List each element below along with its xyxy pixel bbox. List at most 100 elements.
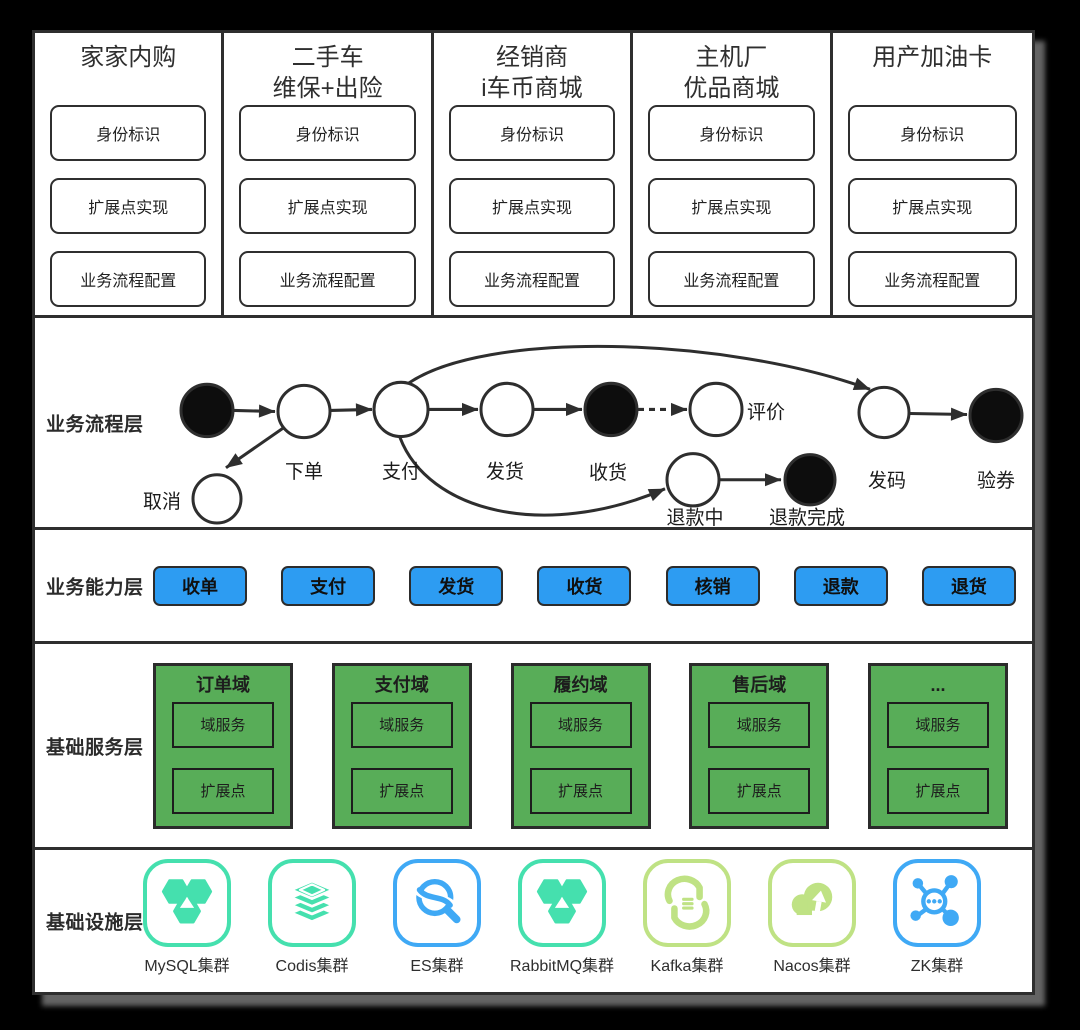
edge-code-to-verify (909, 407, 968, 421)
domain-extension-box: 扩展点 (708, 767, 811, 814)
flow-label-ship: 发货 (486, 461, 524, 483)
es-search-icon (413, 878, 461, 924)
infra-item-mysql: MySQL集群 (143, 859, 231, 976)
flow-label-pay: 支付 (382, 461, 420, 483)
zk-icon-frame (893, 859, 981, 947)
flow-label-verify-coupon: 验券 (977, 470, 1015, 492)
infra-label: Codis集群 (275, 958, 349, 975)
domain-extension-box: 扩展点 (172, 767, 274, 814)
edge-order-to-cancel (225, 426, 285, 469)
process-layer-section: 业务流程层 (32, 318, 1035, 530)
domain-card-more: ... 域服务 扩展点 (868, 662, 1008, 829)
domain-service-box: 域服务 (529, 701, 632, 748)
process-config-box: 业务流程配置 (50, 251, 207, 307)
codis-icon-frame (268, 859, 356, 947)
tenant-column-2: 二手车 维保+出险 身份标识 扩展点实现 业务流程配置 (224, 33, 434, 315)
rabbitmq-icon-frame (518, 859, 606, 947)
capability-ship: 发货 (409, 565, 504, 606)
infra-label: ZK集群 (910, 958, 964, 975)
flow-node-pay (372, 380, 430, 439)
edge-pay-to-refunding-arc (398, 437, 666, 517)
tenant-title: 经销商 i车币商城 (481, 44, 583, 103)
capability-layer-section: 业务能力层 收单 支付 发货 收货 核销 退款 退货 (32, 530, 1035, 644)
tenant-boxes: 身份标识 扩展点实现 业务流程配置 (434, 103, 630, 307)
capability-layer-label: 业务能力层 (46, 577, 144, 598)
tenant-column-5: 用产加油卡 身份标识 扩展点实现 业务流程配置 (833, 33, 1032, 315)
capability-receive-goods: 收货 (537, 565, 632, 606)
mysql-hexagons-icon (161, 879, 213, 924)
services-layer-section: 基础服务层 订单域 域服务 扩展点 支付域 域服务 扩展点 履约域 域服务 扩展… (32, 644, 1035, 850)
flow-label-review: 评价 (747, 402, 785, 423)
domain-title: 支付域 (374, 674, 429, 695)
flow-label-issue-code: 发码 (868, 470, 906, 492)
infra-layer-label: 基础设施层 (46, 912, 144, 934)
flow-node-refund-done (783, 453, 837, 507)
extension-impl-box: 扩展点实现 (847, 178, 1017, 234)
tenant-boxes: 身份标识 扩展点实现 业务流程配置 (224, 103, 430, 307)
flow-label-refund-done: 退款完成 (769, 507, 845, 529)
kafka-sync-icon (664, 875, 710, 930)
zk-network-icon (910, 875, 959, 926)
mysql-icon-frame (143, 859, 231, 947)
tenant-column-3: 经销商 i车币商城 身份标识 扩展点实现 业务流程配置 (434, 33, 634, 315)
tenant-boxes: 身份标识 扩展点实现 业务流程配置 (633, 103, 829, 307)
domain-title: 履约域 (553, 674, 608, 695)
domain-card-aftersale: 售后域 域服务 扩展点 (689, 662, 830, 829)
capability-refund: 退款 (793, 565, 888, 606)
identity-box: 身份标识 (448, 105, 616, 161)
flow-label-refunding: 退款中 (667, 507, 724, 529)
process-config-box: 业务流程配置 (648, 251, 815, 307)
flow-label-order: 下单 (285, 461, 323, 483)
infra-item-kafka: Kafka集群 (643, 859, 731, 976)
tenant-column-1: 家家内购 身份标识 扩展点实现 业务流程配置 (35, 33, 225, 315)
flow-node-start (179, 382, 235, 439)
domain-card-pay: 支付域 域服务 扩展点 (331, 662, 472, 829)
extension-impl-box: 扩展点实现 (239, 178, 416, 234)
domain-card-fulfillment: 履约域 域服务 扩展点 (510, 662, 651, 829)
architecture-panel: 家家内购 身份标识 扩展点实现 业务流程配置 二手车 维保+出险 身份标识 扩展… (32, 30, 1035, 995)
identity-box: 身份标识 (50, 105, 207, 161)
domain-service-box: 域服务 (172, 701, 274, 748)
domain-title: 售后域 (732, 674, 787, 695)
domain-title: ... (930, 674, 946, 695)
process-config-box: 业务流程配置 (448, 251, 616, 307)
tenant-boxes: 身份标识 扩展点实现 业务流程配置 (35, 103, 221, 307)
capability-return-goods: 退货 (921, 565, 1016, 606)
edge-order-to-pay (330, 403, 373, 417)
infra-layer-section: 基础设施层 MySQL集群 (32, 850, 1035, 995)
infra-item-rabbitmq: RabbitMQ集群 (510, 859, 614, 976)
domain-extension-box: 扩展点 (887, 767, 989, 814)
identity-box: 身份标识 (239, 105, 416, 161)
order-state-flow-diagram: 下单 支付 发货 收货 评价 取消 退款中 退款完成 发码 验券 (143, 344, 1024, 529)
nacos-cloud-icon (791, 882, 833, 916)
infra-label: Nacos集群 (773, 958, 851, 975)
capability-receive-order: 收单 (153, 565, 247, 606)
domain-extension-box: 扩展点 (529, 767, 632, 814)
rabbitmq-hexagons-icon (536, 879, 588, 924)
edge-pay-to-code-arc (406, 344, 871, 391)
capability-row: 收单 支付 发货 收货 核销 退款 退货 (153, 565, 1016, 606)
tenant-boxes: 身份标识 扩展点实现 业务流程配置 (833, 103, 1032, 307)
infra-item-codis: Codis集群 (268, 859, 356, 976)
identity-box: 身份标识 (847, 105, 1017, 161)
tenant-title: 二手车 维保+出险 (272, 44, 383, 103)
flow-node-refunding (665, 452, 721, 508)
flow-label-cancel: 取消 (143, 491, 181, 513)
infra-row: MySQL集群 Codis集群 (143, 859, 981, 976)
domain-service-box: 域服务 (708, 701, 811, 748)
infra-item-nacos: Nacos集群 (768, 859, 856, 976)
nacos-icon-frame (768, 859, 856, 947)
infra-label: MySQL集群 (144, 958, 230, 975)
process-config-box: 业务流程配置 (239, 251, 416, 307)
extension-impl-box: 扩展点实现 (648, 178, 815, 234)
es-icon-frame (393, 859, 481, 947)
capability-verify: 核销 (665, 565, 760, 606)
process-config-box: 业务流程配置 (847, 251, 1017, 307)
tenant-title: 用产加油卡 (872, 44, 993, 71)
extension-impl-box: 扩展点实现 (448, 178, 616, 234)
identity-box: 身份标识 (648, 105, 815, 161)
infra-label: ES集群 (410, 958, 464, 975)
domain-extension-box: 扩展点 (350, 767, 453, 814)
tenant-title: 家家内购 (80, 44, 177, 71)
flow-node-receive (583, 381, 639, 438)
